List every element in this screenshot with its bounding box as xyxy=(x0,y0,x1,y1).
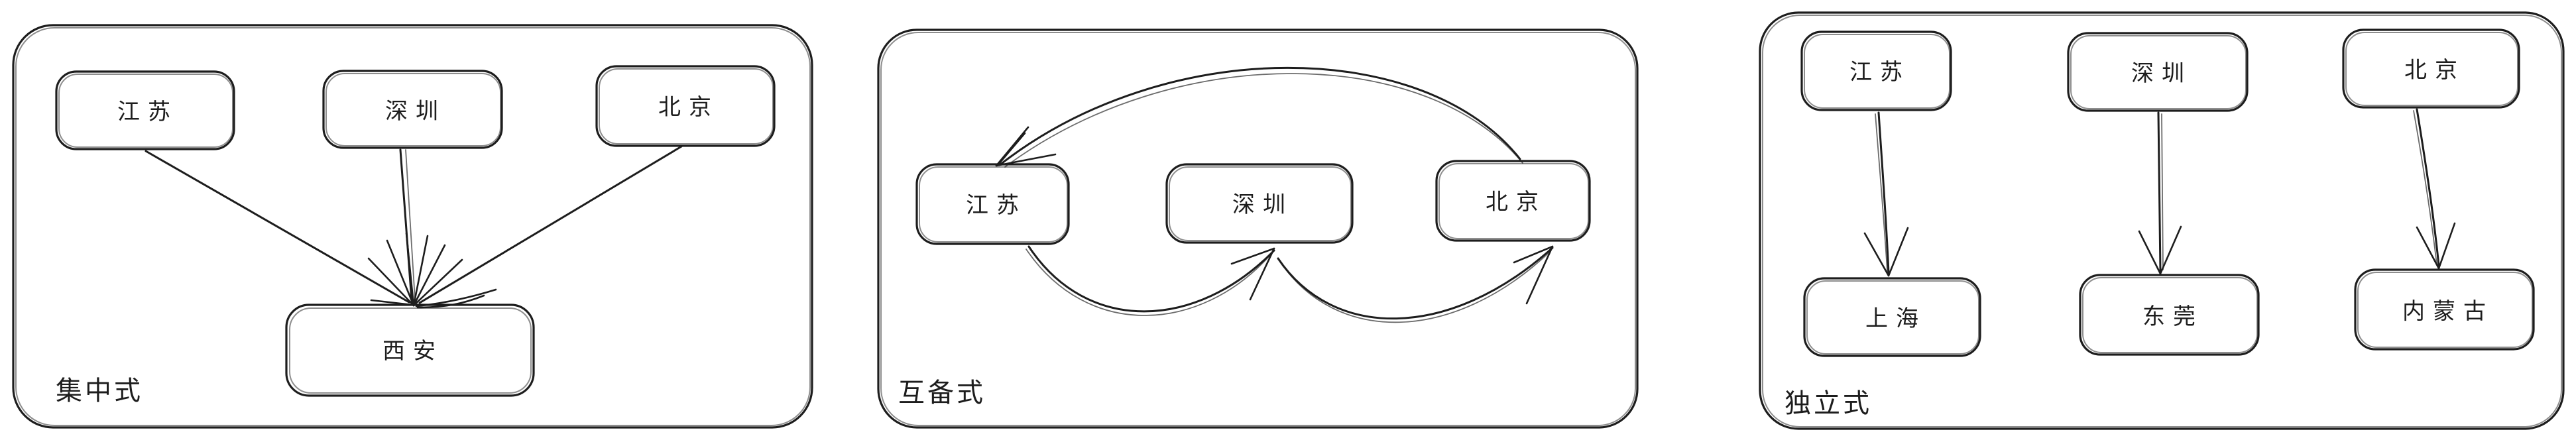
node-jiangsu: 江苏 xyxy=(55,70,235,150)
node-label: 深圳 xyxy=(1232,192,1293,218)
node-label: 江苏 xyxy=(117,99,178,125)
panel-caption: 互备式 xyxy=(898,378,986,408)
panel-caption: 集中式 xyxy=(56,376,143,406)
panel-centralized: 江苏 深圳 北京 西安 集中式 xyxy=(12,24,813,429)
arrowhead-burst xyxy=(367,232,497,309)
edge-beijing-to-neimenggu xyxy=(2413,108,2456,270)
edge-shenzhen-to-beijing xyxy=(1277,245,1554,323)
node-shenzhen: 深圳 xyxy=(2067,32,2249,112)
edge-jiangsu-to-shanghai xyxy=(1863,111,1909,277)
node-label: 江苏 xyxy=(966,192,1027,219)
panel-border-sketch xyxy=(1762,15,2562,427)
panel-mutual-backup: 江苏 深圳 北京 互备式 xyxy=(877,28,1639,429)
node-label: 北京 xyxy=(658,94,719,121)
node-dongguan: 东莞 xyxy=(2079,274,2260,356)
edge-beijing-to-xian xyxy=(418,145,683,304)
node-label: 上海 xyxy=(1865,305,1926,332)
node-shenzhen: 深圳 xyxy=(1165,163,1354,244)
node-label: 东莞 xyxy=(2142,304,2203,330)
panel-border xyxy=(877,28,1639,429)
node-shanghai: 上海 xyxy=(1803,277,1981,357)
node-xian: 西安 xyxy=(285,304,535,397)
panel-border-sketch xyxy=(15,27,811,426)
node-label: 深圳 xyxy=(2131,60,2192,87)
node-label: 内蒙古 xyxy=(2402,298,2494,325)
node-beijing: 北京 xyxy=(1435,160,1591,242)
panel-border xyxy=(12,24,813,429)
panel-independent: 江苏 深圳 北京 上海 东莞 内蒙古 独立式 xyxy=(1759,11,2565,430)
node-neimenggu: 内蒙古 xyxy=(2354,268,2535,351)
panel-border xyxy=(1759,11,2565,430)
node-label: 深圳 xyxy=(385,98,446,125)
node-label: 江苏 xyxy=(1849,59,1910,85)
edge-jiangsu-to-shenzhen xyxy=(1025,245,1275,316)
edge-beijing-to-jiangsu xyxy=(995,66,1523,168)
node-jiangsu: 江苏 xyxy=(1800,30,1952,111)
panel-caption: 独立式 xyxy=(1785,388,1872,419)
edge-shenzhen-to-dongguan xyxy=(2138,111,2182,275)
node-jiangsu: 江苏 xyxy=(915,163,1070,245)
panel-border-sketch xyxy=(880,32,1636,426)
node-beijing: 北京 xyxy=(2342,28,2520,109)
node-label: 北京 xyxy=(1486,189,1547,215)
node-beijing: 北京 xyxy=(595,65,776,147)
edge-jiangsu-to-xian xyxy=(145,150,410,304)
node-label: 北京 xyxy=(2404,57,2465,83)
node-label: 西安 xyxy=(382,338,443,364)
node-shenzhen: 深圳 xyxy=(322,70,503,149)
